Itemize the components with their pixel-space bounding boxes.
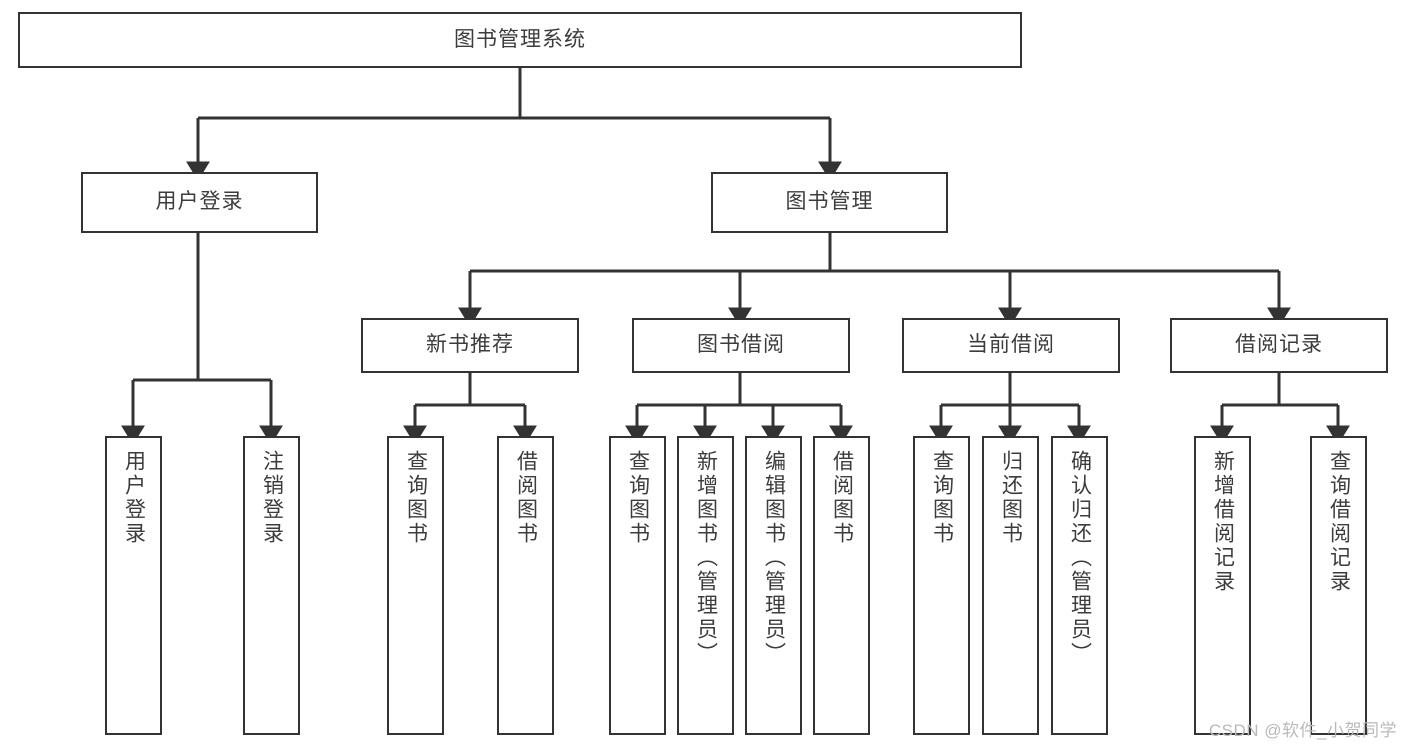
node-leaf-new-book-borrow[interactable]: 借阅图书 — [497, 436, 554, 735]
node-leaf-label: 借阅图书 — [830, 450, 854, 546]
node-leaf-label: 新增借阅记录 — [1211, 450, 1235, 594]
node-leaf-user-login-logout[interactable]: 注销登录 — [243, 436, 300, 735]
node-leaf-current-borrow-confirm[interactable]: 确认归还（管理员） — [1051, 436, 1108, 735]
node-book-management-label: 图书管理 — [785, 190, 874, 214]
node-leaf-user-login-login[interactable]: 用户登录 — [105, 436, 162, 735]
node-book-borrow-label: 图书借阅 — [697, 333, 785, 357]
node-leaf-book-borrow-add[interactable]: 新增图书（管理员） — [677, 436, 734, 735]
node-book-management[interactable]: 图书管理 — [711, 172, 948, 233]
node-leaf-label: 归还图书 — [999, 450, 1023, 546]
node-leaf-label: 查询图书 — [626, 450, 650, 546]
node-root-system[interactable]: 图书管理系统 — [18, 12, 1022, 68]
node-new-book-recommend[interactable]: 新书推荐 — [361, 318, 579, 373]
node-leaf-book-borrow-query[interactable]: 查询图书 — [609, 436, 666, 735]
node-leaf-book-borrow-edit[interactable]: 编辑图书（管理员） — [745, 436, 802, 735]
node-book-borrow[interactable]: 图书借阅 — [632, 318, 850, 373]
node-leaf-label: 查询借阅记录 — [1327, 450, 1351, 594]
node-user-login-label: 用户登录 — [155, 190, 244, 214]
node-borrow-record[interactable]: 借阅记录 — [1170, 318, 1388, 373]
node-leaf-borrow-record-query[interactable]: 查询借阅记录 — [1310, 436, 1367, 735]
node-borrow-record-label: 借阅记录 — [1235, 333, 1323, 357]
node-leaf-label: 新增图书（管理员） — [694, 450, 718, 666]
node-root-system-label: 图书管理系统 — [454, 27, 586, 51]
node-leaf-current-borrow-query[interactable]: 查询图书 — [913, 436, 970, 735]
node-leaf-borrow-record-add[interactable]: 新增借阅记录 — [1194, 436, 1251, 735]
node-leaf-label: 注销登录 — [260, 450, 284, 546]
node-current-borrow-label: 当前借阅 — [967, 333, 1055, 357]
node-leaf-new-book-query[interactable]: 查询图书 — [387, 436, 444, 735]
node-leaf-label: 查询图书 — [404, 450, 428, 546]
node-current-borrow[interactable]: 当前借阅 — [902, 318, 1120, 373]
node-leaf-book-borrow-borrow[interactable]: 借阅图书 — [813, 436, 870, 735]
node-user-login[interactable]: 用户登录 — [81, 172, 318, 233]
node-leaf-label: 用户登录 — [122, 450, 146, 546]
node-leaf-label: 借阅图书 — [514, 450, 538, 546]
csdn-watermark: CSDN @软件_小贺同学 — [1208, 721, 1397, 740]
node-leaf-label: 编辑图书（管理员） — [762, 450, 786, 666]
node-new-book-recommend-label: 新书推荐 — [426, 333, 514, 357]
node-leaf-label: 确认归还（管理员） — [1068, 450, 1092, 666]
node-leaf-label: 查询图书 — [930, 450, 954, 546]
node-leaf-current-borrow-return[interactable]: 归还图书 — [982, 436, 1039, 735]
